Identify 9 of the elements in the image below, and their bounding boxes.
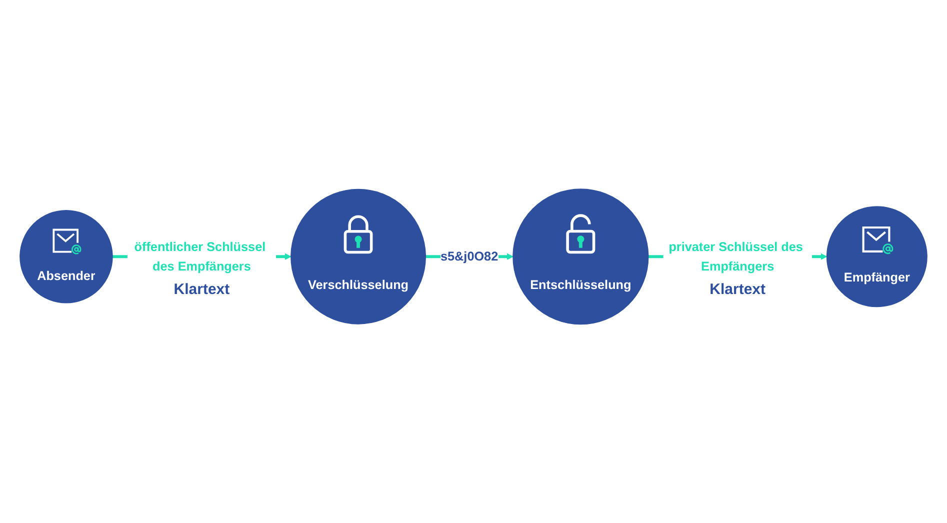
annotation-text: Klartext bbox=[710, 280, 766, 298]
node-circle: Absender bbox=[20, 210, 113, 304]
annotation-text: Klartext bbox=[174, 280, 230, 298]
node-circle: Entschlüsselung bbox=[512, 188, 649, 325]
edge-label: privater Schlüssel des Empfängers bbox=[668, 240, 803, 273]
node-circle: Verschlüsselung bbox=[290, 188, 426, 324]
node-circle: Empfänger bbox=[826, 206, 928, 307]
edge-label: öffentlicher Schlüssel des Empfängers bbox=[134, 240, 266, 273]
edge-label: s5&j0O82 bbox=[440, 249, 498, 264]
